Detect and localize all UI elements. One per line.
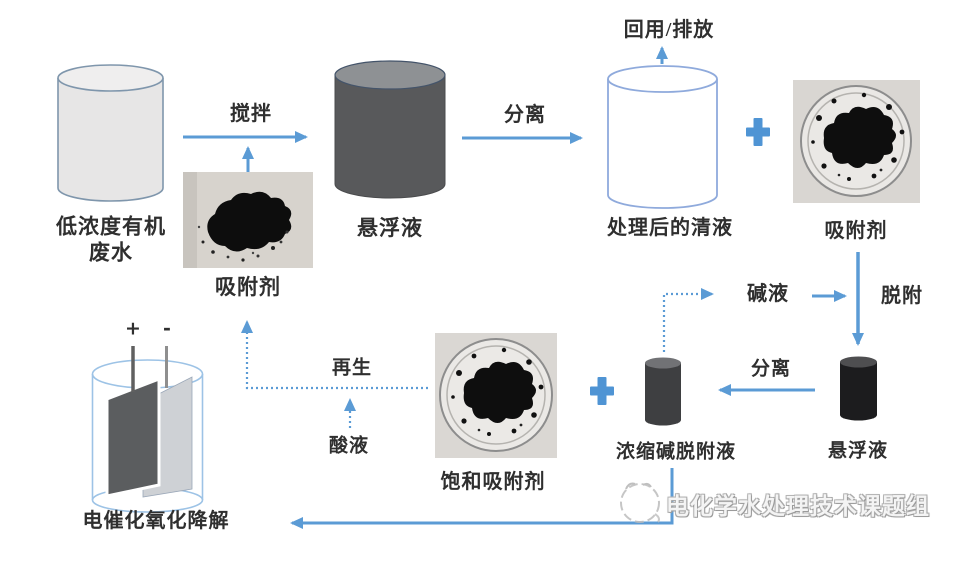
electrolysis-cell bbox=[91, 346, 204, 513]
separation-small-label: 分离 bbox=[750, 358, 792, 380]
wastewater-cylinder bbox=[57, 64, 164, 202]
treated-clear-label: 处理后的清液 bbox=[607, 216, 733, 239]
electro-degradation-label: 电催化氧化降解 bbox=[82, 509, 230, 532]
concentrate-cylinder bbox=[645, 357, 681, 426]
adsorbent-powder-label: 吸附剂 bbox=[215, 275, 281, 300]
plus-icon bbox=[746, 118, 770, 146]
saturated-adsorbent-label: 饱和吸附剂 bbox=[440, 470, 546, 493]
anode-plate bbox=[105, 376, 161, 498]
desorption-label: 脱附 bbox=[881, 284, 923, 307]
electrode-minus-label: - bbox=[163, 317, 171, 340]
reuse-discharge-label: 回用/排放 bbox=[623, 18, 715, 41]
clear-liquid-cylinder bbox=[607, 65, 718, 209]
electrode-plus-label: + bbox=[125, 317, 141, 340]
wastewater-label: 低浓度有机 废水 bbox=[56, 214, 166, 264]
suspension-small-label: 悬浮液 bbox=[827, 440, 889, 462]
adsorbent-dish-photo bbox=[793, 80, 920, 203]
alkali-label: 碱液 bbox=[747, 282, 789, 305]
regeneration-label: 再生 bbox=[331, 357, 373, 379]
saturated-adsorbent-dish-photo bbox=[435, 333, 557, 458]
suspension-main-label: 悬浮液 bbox=[357, 216, 423, 241]
suspension-small-cylinder bbox=[840, 356, 877, 421]
plus-icon bbox=[590, 377, 614, 405]
alkali-recycle-dotted-arrow bbox=[662, 288, 714, 352]
regeneration-dotted-arrow bbox=[241, 320, 428, 390]
suspension-cylinder bbox=[334, 60, 446, 199]
acid-label: 酸液 bbox=[328, 435, 370, 457]
watermark-text: 电化学水处理技术课题组 bbox=[666, 494, 930, 519]
concentrated-alkali-label: 浓缩碱脱附液 bbox=[615, 441, 737, 463]
separation-main-label: 分离 bbox=[504, 103, 546, 126]
adsorbent-powder-photo bbox=[183, 172, 313, 268]
stir-label: 搅拌 bbox=[230, 102, 272, 125]
to-electrolysis-arrow bbox=[290, 468, 674, 529]
watermark-logo-icon bbox=[620, 482, 660, 523]
adsorbent-dish-label: 吸附剂 bbox=[824, 219, 888, 242]
